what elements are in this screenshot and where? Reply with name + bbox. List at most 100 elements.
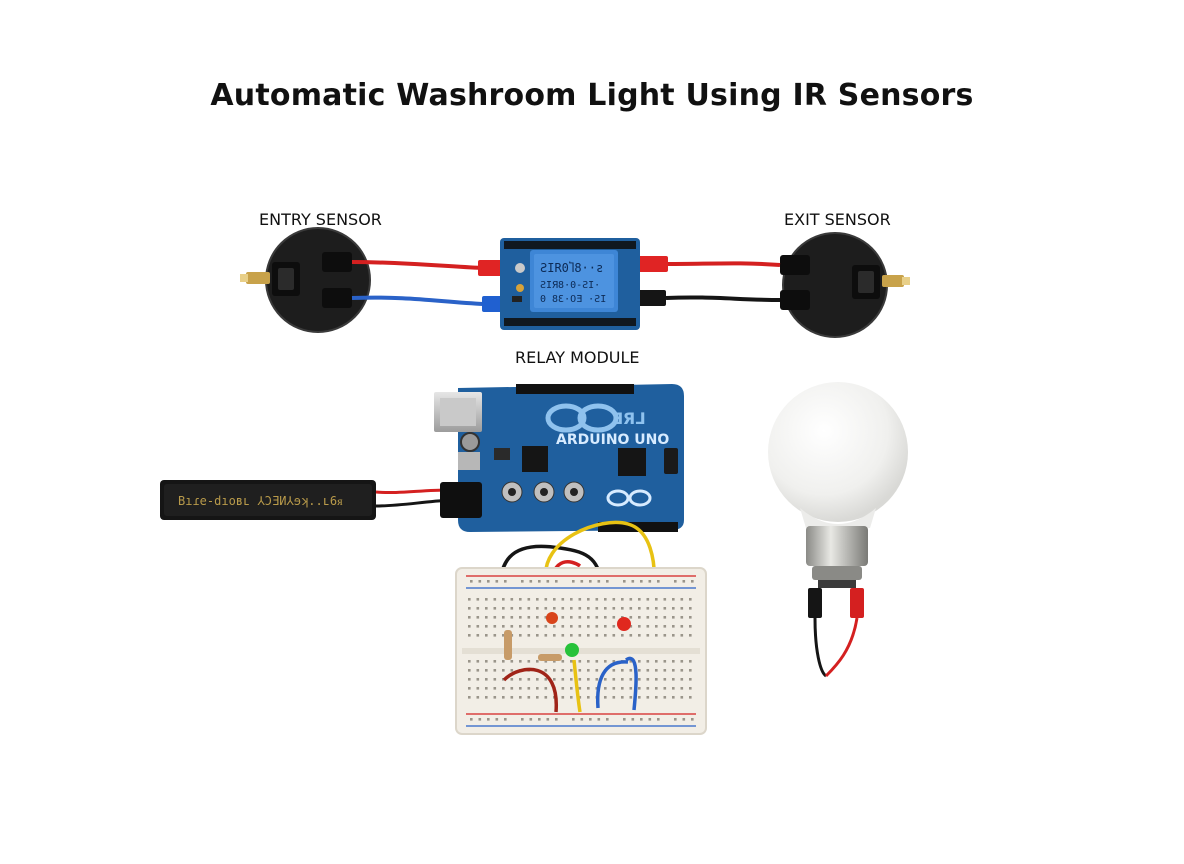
breadboard-hole bbox=[612, 616, 616, 619]
breadboard-hole bbox=[674, 580, 677, 583]
breadboard-hole bbox=[519, 687, 522, 690]
breadboard-hole bbox=[555, 718, 558, 721]
breadboard-hole bbox=[485, 669, 488, 672]
breadboard-hole bbox=[527, 678, 531, 681]
relay-header-bottom bbox=[504, 318, 636, 326]
breadboard-hole bbox=[476, 669, 480, 672]
breadboard-hole bbox=[638, 687, 641, 690]
breadboard-hole bbox=[544, 696, 548, 699]
breadboard-hole bbox=[485, 687, 488, 690]
breadboard-hole bbox=[470, 718, 473, 721]
breadboard-hole bbox=[595, 625, 599, 628]
breadboard-hole bbox=[546, 580, 550, 583]
breadboard-hole bbox=[580, 718, 584, 721]
breadboard-hole bbox=[646, 687, 650, 690]
breadboard-hole bbox=[553, 660, 556, 663]
breadboard-hole bbox=[672, 634, 675, 637]
breadboard-hole bbox=[470, 580, 473, 583]
arduino-logo: ƎЯ⅃ bbox=[545, 403, 645, 433]
resistor-1 bbox=[504, 630, 512, 660]
breadboard-hole bbox=[544, 625, 548, 628]
breadboard-hole bbox=[646, 625, 650, 628]
breadboard-hole bbox=[493, 678, 497, 681]
breadboard-hole bbox=[689, 598, 692, 601]
exit-sensor-label: EXIT SENSOR bbox=[784, 210, 891, 229]
breadboard-hole bbox=[468, 696, 471, 699]
breadboard-hole bbox=[595, 634, 599, 637]
breadboard-hole bbox=[629, 660, 633, 663]
breadboard-hole bbox=[604, 607, 607, 610]
breadboard-hole bbox=[553, 625, 556, 628]
entry-connector-top bbox=[322, 252, 352, 272]
breadboard-hole bbox=[493, 598, 497, 601]
breadboard-hole bbox=[570, 660, 573, 663]
breadboard-hole bbox=[612, 607, 616, 610]
breadboard-hole bbox=[502, 607, 505, 610]
battery: Bıɾe-dıoʙʟ ⅄ƆƎИ⅄ɘʞ..ʟ6ᴙ bbox=[160, 480, 451, 520]
breadboard-hole bbox=[519, 598, 522, 601]
breadboard-hole bbox=[578, 696, 582, 699]
breadboard-hole bbox=[561, 696, 565, 699]
breadboard-hole bbox=[510, 607, 514, 610]
breadboard-hole bbox=[527, 598, 531, 601]
breadboard-hole bbox=[631, 580, 635, 583]
breadboard-hole bbox=[536, 625, 539, 628]
breadboard-hole bbox=[544, 687, 548, 690]
breadboard-hole bbox=[578, 598, 582, 601]
breadboard-hole bbox=[587, 616, 590, 619]
breadboard-hole bbox=[570, 625, 573, 628]
breadboard-hole bbox=[527, 634, 531, 637]
breadboard-hole bbox=[595, 669, 599, 672]
breadboard-hole bbox=[476, 607, 480, 610]
breadboard-hole bbox=[612, 660, 616, 663]
breadboard-hole bbox=[578, 616, 582, 619]
breadboard-hole bbox=[544, 660, 548, 663]
breadboard-hole bbox=[570, 669, 573, 672]
breadboard-hole bbox=[561, 669, 565, 672]
crystal bbox=[458, 452, 480, 470]
breadboard-hole bbox=[587, 634, 590, 637]
breadboard-hole bbox=[538, 718, 541, 721]
breadboard-hole bbox=[544, 634, 548, 637]
breadboard-hole bbox=[621, 634, 624, 637]
breadboard-hole bbox=[468, 616, 471, 619]
breadboard-hole bbox=[519, 634, 522, 637]
svg-text:ƎЯ⅃: ƎЯ⅃ bbox=[612, 409, 645, 428]
breadboard-hole bbox=[476, 616, 480, 619]
breadboard-hole bbox=[561, 678, 565, 681]
exit-connector-top bbox=[780, 255, 810, 275]
breadboard-hole bbox=[597, 718, 601, 721]
breadboard-hole bbox=[680, 625, 684, 628]
breadboard-hole bbox=[544, 678, 548, 681]
bulb-glass bbox=[768, 382, 908, 522]
breadboard-hole bbox=[578, 625, 582, 628]
relay-marking-3: 0 8Ɛ·OƎ ·ƧI bbox=[540, 294, 606, 305]
breadboard-hole bbox=[502, 696, 505, 699]
breadboard-hole bbox=[631, 718, 635, 721]
red-led-2 bbox=[617, 617, 631, 631]
breadboard-hole bbox=[595, 616, 599, 619]
breadboard-hole bbox=[510, 616, 514, 619]
breadboard-hole bbox=[638, 616, 641, 619]
breadboard-hole bbox=[655, 687, 658, 690]
breadboard-hole bbox=[468, 625, 471, 628]
breadboard-hole bbox=[570, 687, 573, 690]
breadboard-hole bbox=[672, 625, 675, 628]
breadboard-hole bbox=[663, 696, 667, 699]
breadboard-hole bbox=[578, 687, 582, 690]
breadboard-hole bbox=[561, 598, 565, 601]
breadboard-hole bbox=[604, 634, 607, 637]
breadboard-hole bbox=[680, 616, 684, 619]
breadboard-hole bbox=[595, 660, 599, 663]
breadboard-hole bbox=[493, 669, 497, 672]
breadboard-hole bbox=[689, 625, 692, 628]
breadboard-hole bbox=[672, 607, 675, 610]
exit-connector-bottom bbox=[780, 290, 810, 310]
breadboard-hole bbox=[621, 678, 624, 681]
breadboard-hole bbox=[663, 598, 667, 601]
breadboard-center-channel bbox=[462, 648, 700, 654]
breadboard-hole bbox=[476, 598, 480, 601]
breadboard-hole bbox=[663, 687, 667, 690]
breadboard-hole bbox=[487, 580, 490, 583]
breadboard-hole bbox=[612, 696, 616, 699]
